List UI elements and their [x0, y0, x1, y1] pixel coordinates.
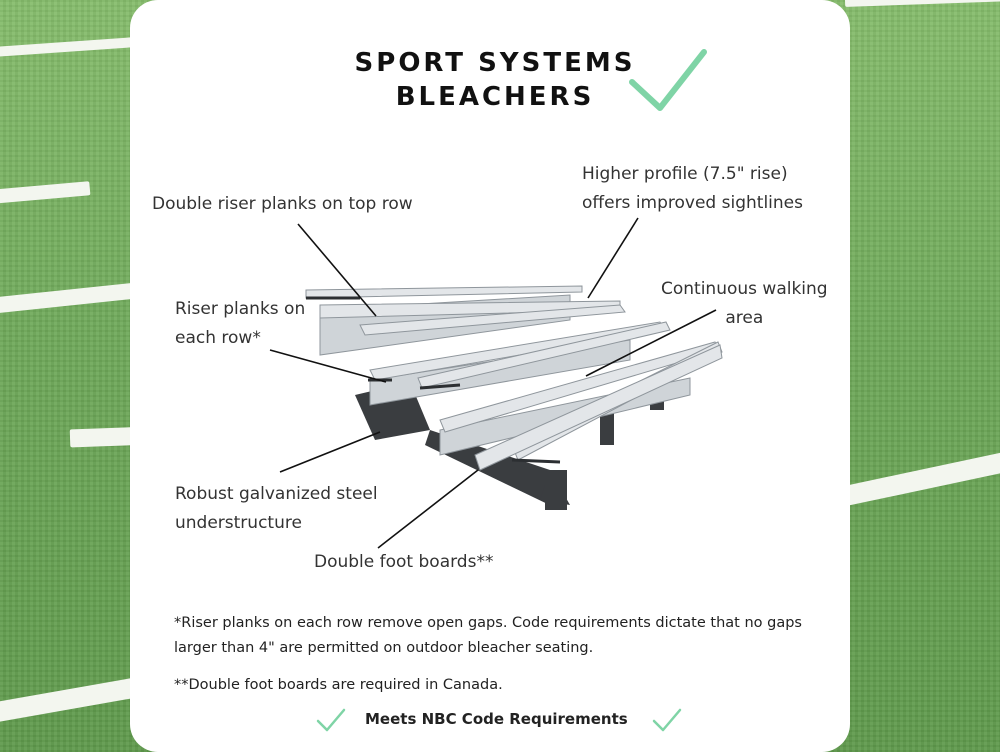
bleacher-illustration: [269, 49, 723, 549]
callout-understructure: Robust galvanized steel understructure: [175, 484, 378, 533]
field-line: [0, 181, 91, 205]
seat-planks: [305, 285, 723, 471]
code-badge: Meets NBC Code Requirements: [365, 710, 628, 728]
title-check-icon: [629, 49, 707, 111]
plank-edges: [306, 296, 561, 464]
callout-foot-boards: Double foot boards**: [314, 552, 494, 572]
title-line-1: SPORT SYSTEMS: [354, 48, 636, 78]
field-line: [844, 0, 1000, 7]
info-card: SPORT SYSTEMS BLEACHERS: [130, 0, 850, 752]
callout-double-riser: Double riser planks on top row: [152, 194, 413, 214]
footnote-foot-boards: **Double foot boards are required in Can…: [174, 677, 503, 693]
callout-higher-profile: Higher profile (7.5" rise) offers improv…: [582, 164, 803, 213]
field-line: [0, 281, 151, 315]
footnote-riser: *Riser planks on each row remove open ga…: [174, 615, 802, 656]
field-line: [0, 36, 151, 58]
callout-walking-area: Continuous walking area: [661, 279, 828, 328]
callout-lines: [269, 217, 717, 549]
field-line: [844, 450, 1000, 506]
callout-riser-planks: Riser planks on each row*: [175, 299, 306, 348]
title-line-2: BLEACHERS: [395, 82, 595, 112]
page-title: SPORT SYSTEMS BLEACHERS: [330, 46, 660, 114]
field-line: [0, 675, 151, 725]
